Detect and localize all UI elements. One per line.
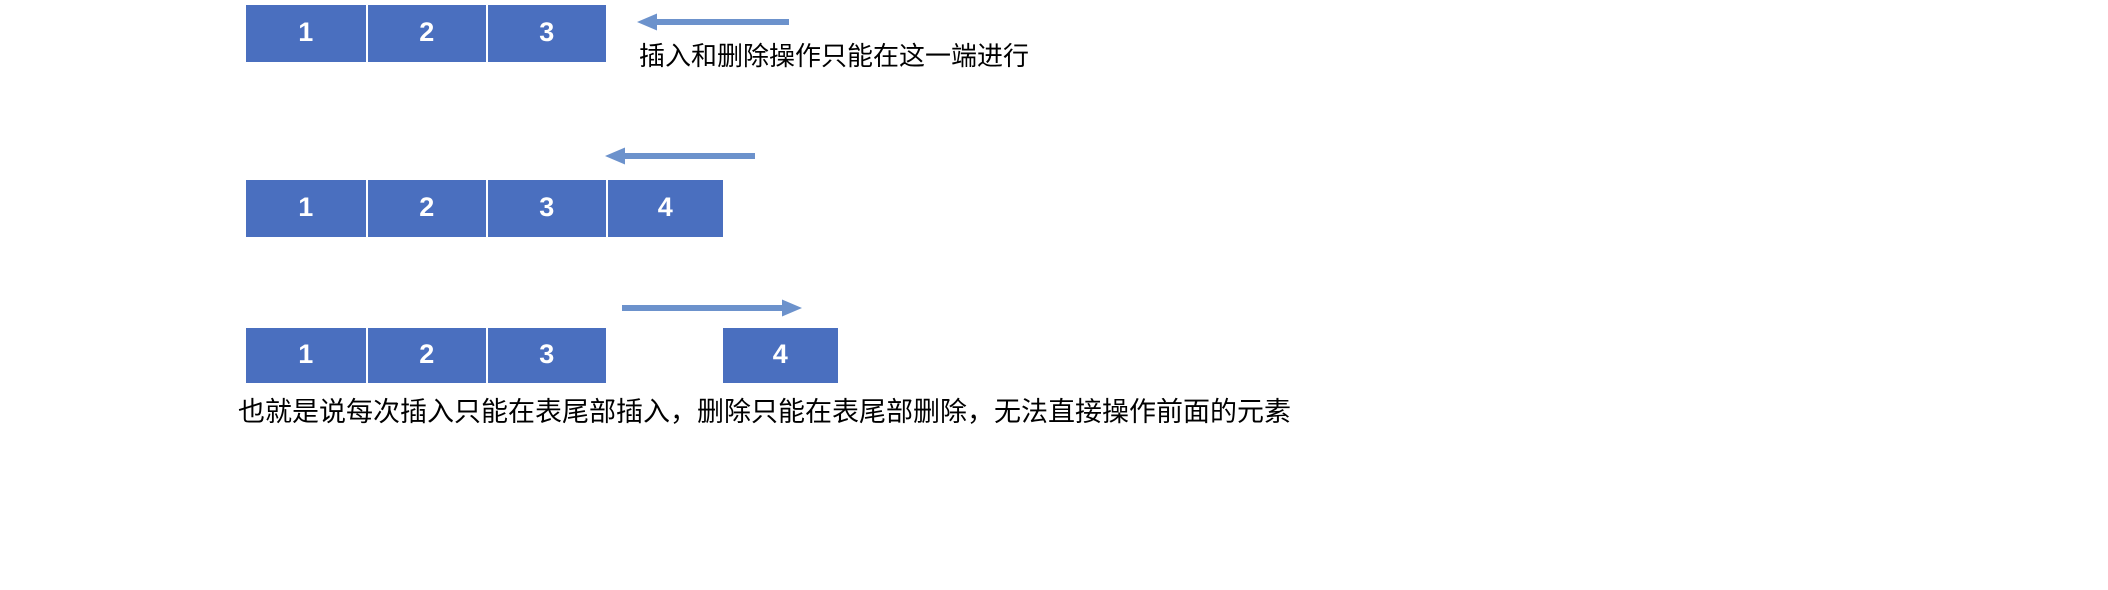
stack-cell-value: 1 <box>298 192 314 222</box>
footer-caption: 也就是说每次插入只能在表尾部插入，删除只能在表尾部删除，无法直接操作前面的元素 <box>238 397 1291 428</box>
stack-cell: 2 <box>366 5 486 62</box>
stack-row-1: 1 2 3 <box>246 5 606 62</box>
stack-cell-value: 3 <box>539 17 555 47</box>
caption-row-1: 插入和删除操作只能在这一端进行 <box>639 42 1030 72</box>
stack-cell-value: 1 <box>298 17 314 47</box>
stack-row-2: 1 2 3 4 <box>246 180 723 237</box>
stack-cell-value: 2 <box>419 192 435 222</box>
stack-cell: 4 <box>606 180 723 237</box>
stack-cell-value: 2 <box>419 17 435 47</box>
stack-cell-value: 1 <box>298 339 314 369</box>
stack-cell: 3 <box>486 180 606 237</box>
stack-cell-detached: 4 <box>723 328 838 383</box>
arrow-right-row-3 <box>622 299 802 317</box>
stack-cell-value: 4 <box>657 192 674 222</box>
stack-cell: 1 <box>246 180 366 237</box>
stack-cell: 3 <box>486 5 606 62</box>
stack-row-3: 1 2 3 <box>246 328 606 383</box>
stack-cell-value: 4 <box>772 339 789 369</box>
detached-cell-row-3: 4 <box>723 328 838 383</box>
stack-cell-value: 3 <box>539 339 555 369</box>
stack-cell-value: 2 <box>419 339 435 369</box>
arrow-left-row-1 <box>637 13 789 31</box>
stack-cell: 2 <box>366 328 486 383</box>
arrow-left-row-2 <box>605 147 755 165</box>
stack-cell: 2 <box>366 180 486 237</box>
stack-cell: 1 <box>246 5 366 62</box>
stack-cell-value: 3 <box>539 192 555 222</box>
stack-cell: 3 <box>486 328 606 383</box>
stack-cell: 1 <box>246 328 366 383</box>
